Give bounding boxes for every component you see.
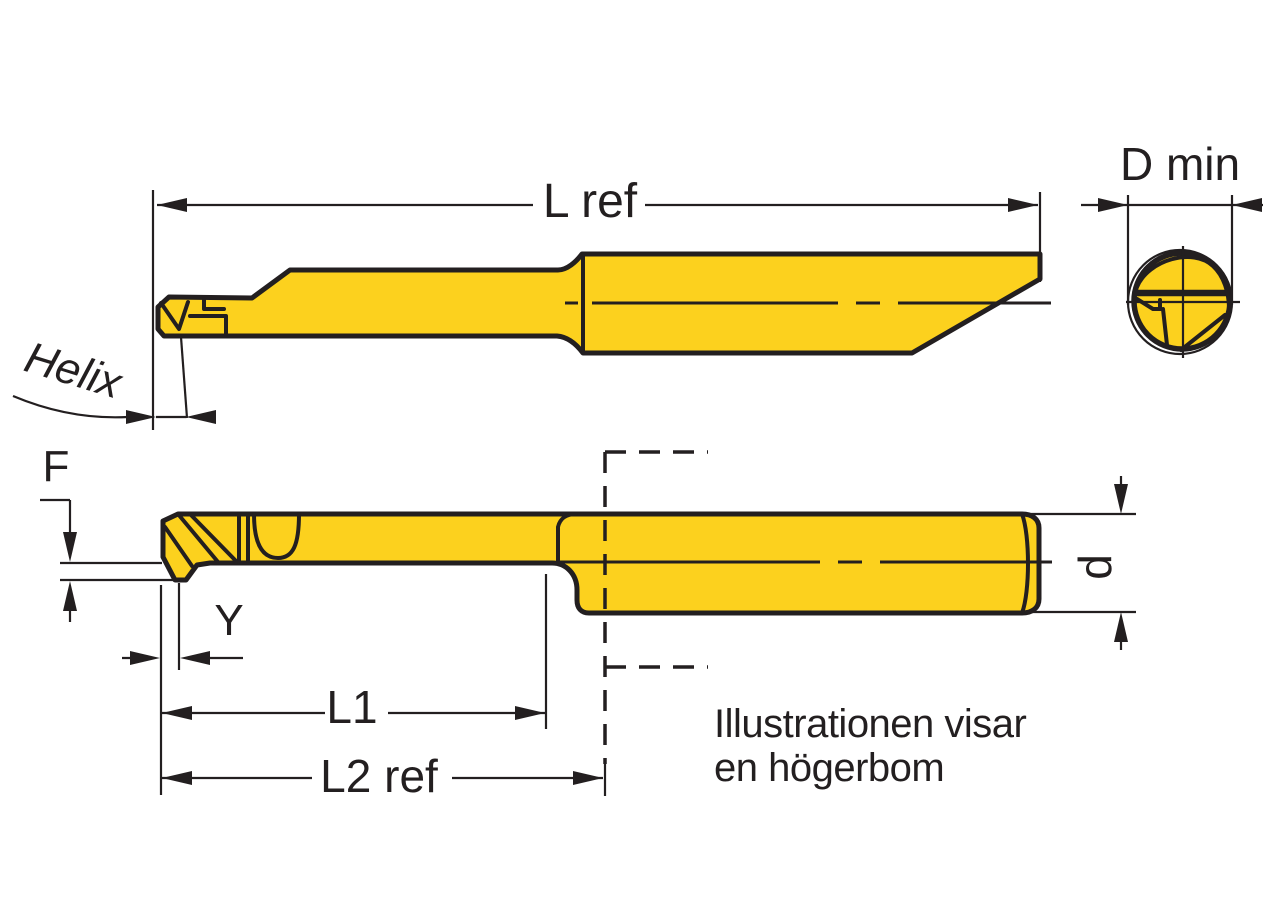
end-view-flute-arc bbox=[1135, 255, 1231, 311]
dimension-l-ref bbox=[151, 190, 1042, 430]
dimension-d bbox=[1025, 476, 1136, 650]
label-l2-ref: L2 ref bbox=[320, 750, 438, 802]
caption-line-2: en högerbom bbox=[714, 746, 945, 790]
top-view-cutter-detail bbox=[159, 297, 228, 337]
top-view bbox=[155, 251, 1051, 419]
top-view-helix-flank-line bbox=[179, 336, 189, 419]
dimension-l2-ref bbox=[162, 764, 607, 796]
label-l1: L1 bbox=[326, 681, 378, 733]
dimension-f bbox=[40, 498, 176, 622]
bottom-view-step-line bbox=[556, 512, 578, 564]
label-y: Y bbox=[214, 596, 244, 645]
label-f: F bbox=[42, 442, 70, 491]
label-l-ref: L ref bbox=[542, 175, 638, 228]
break-line-dashed bbox=[603, 450, 708, 764]
end-view bbox=[1126, 246, 1240, 358]
bottom-view-flute-lines bbox=[163, 512, 238, 568]
caption-line-1: Illustrationen visar bbox=[714, 702, 1027, 746]
dimension-l1 bbox=[162, 574, 548, 729]
bottom-view-insert-seat-lines bbox=[237, 512, 250, 564]
caption-text: Illustrationen visar en högerbom bbox=[714, 702, 1027, 790]
dimension-y bbox=[122, 583, 243, 795]
label-d: d bbox=[1069, 554, 1121, 580]
bottom-view bbox=[160, 450, 1052, 764]
dimension-d-min bbox=[1081, 195, 1263, 305]
bottom-view-flute-scallop bbox=[252, 512, 301, 560]
dimension-helix bbox=[12, 394, 216, 424]
end-view-grind-detail bbox=[1135, 297, 1227, 352]
label-d-min: D min bbox=[1119, 138, 1241, 190]
